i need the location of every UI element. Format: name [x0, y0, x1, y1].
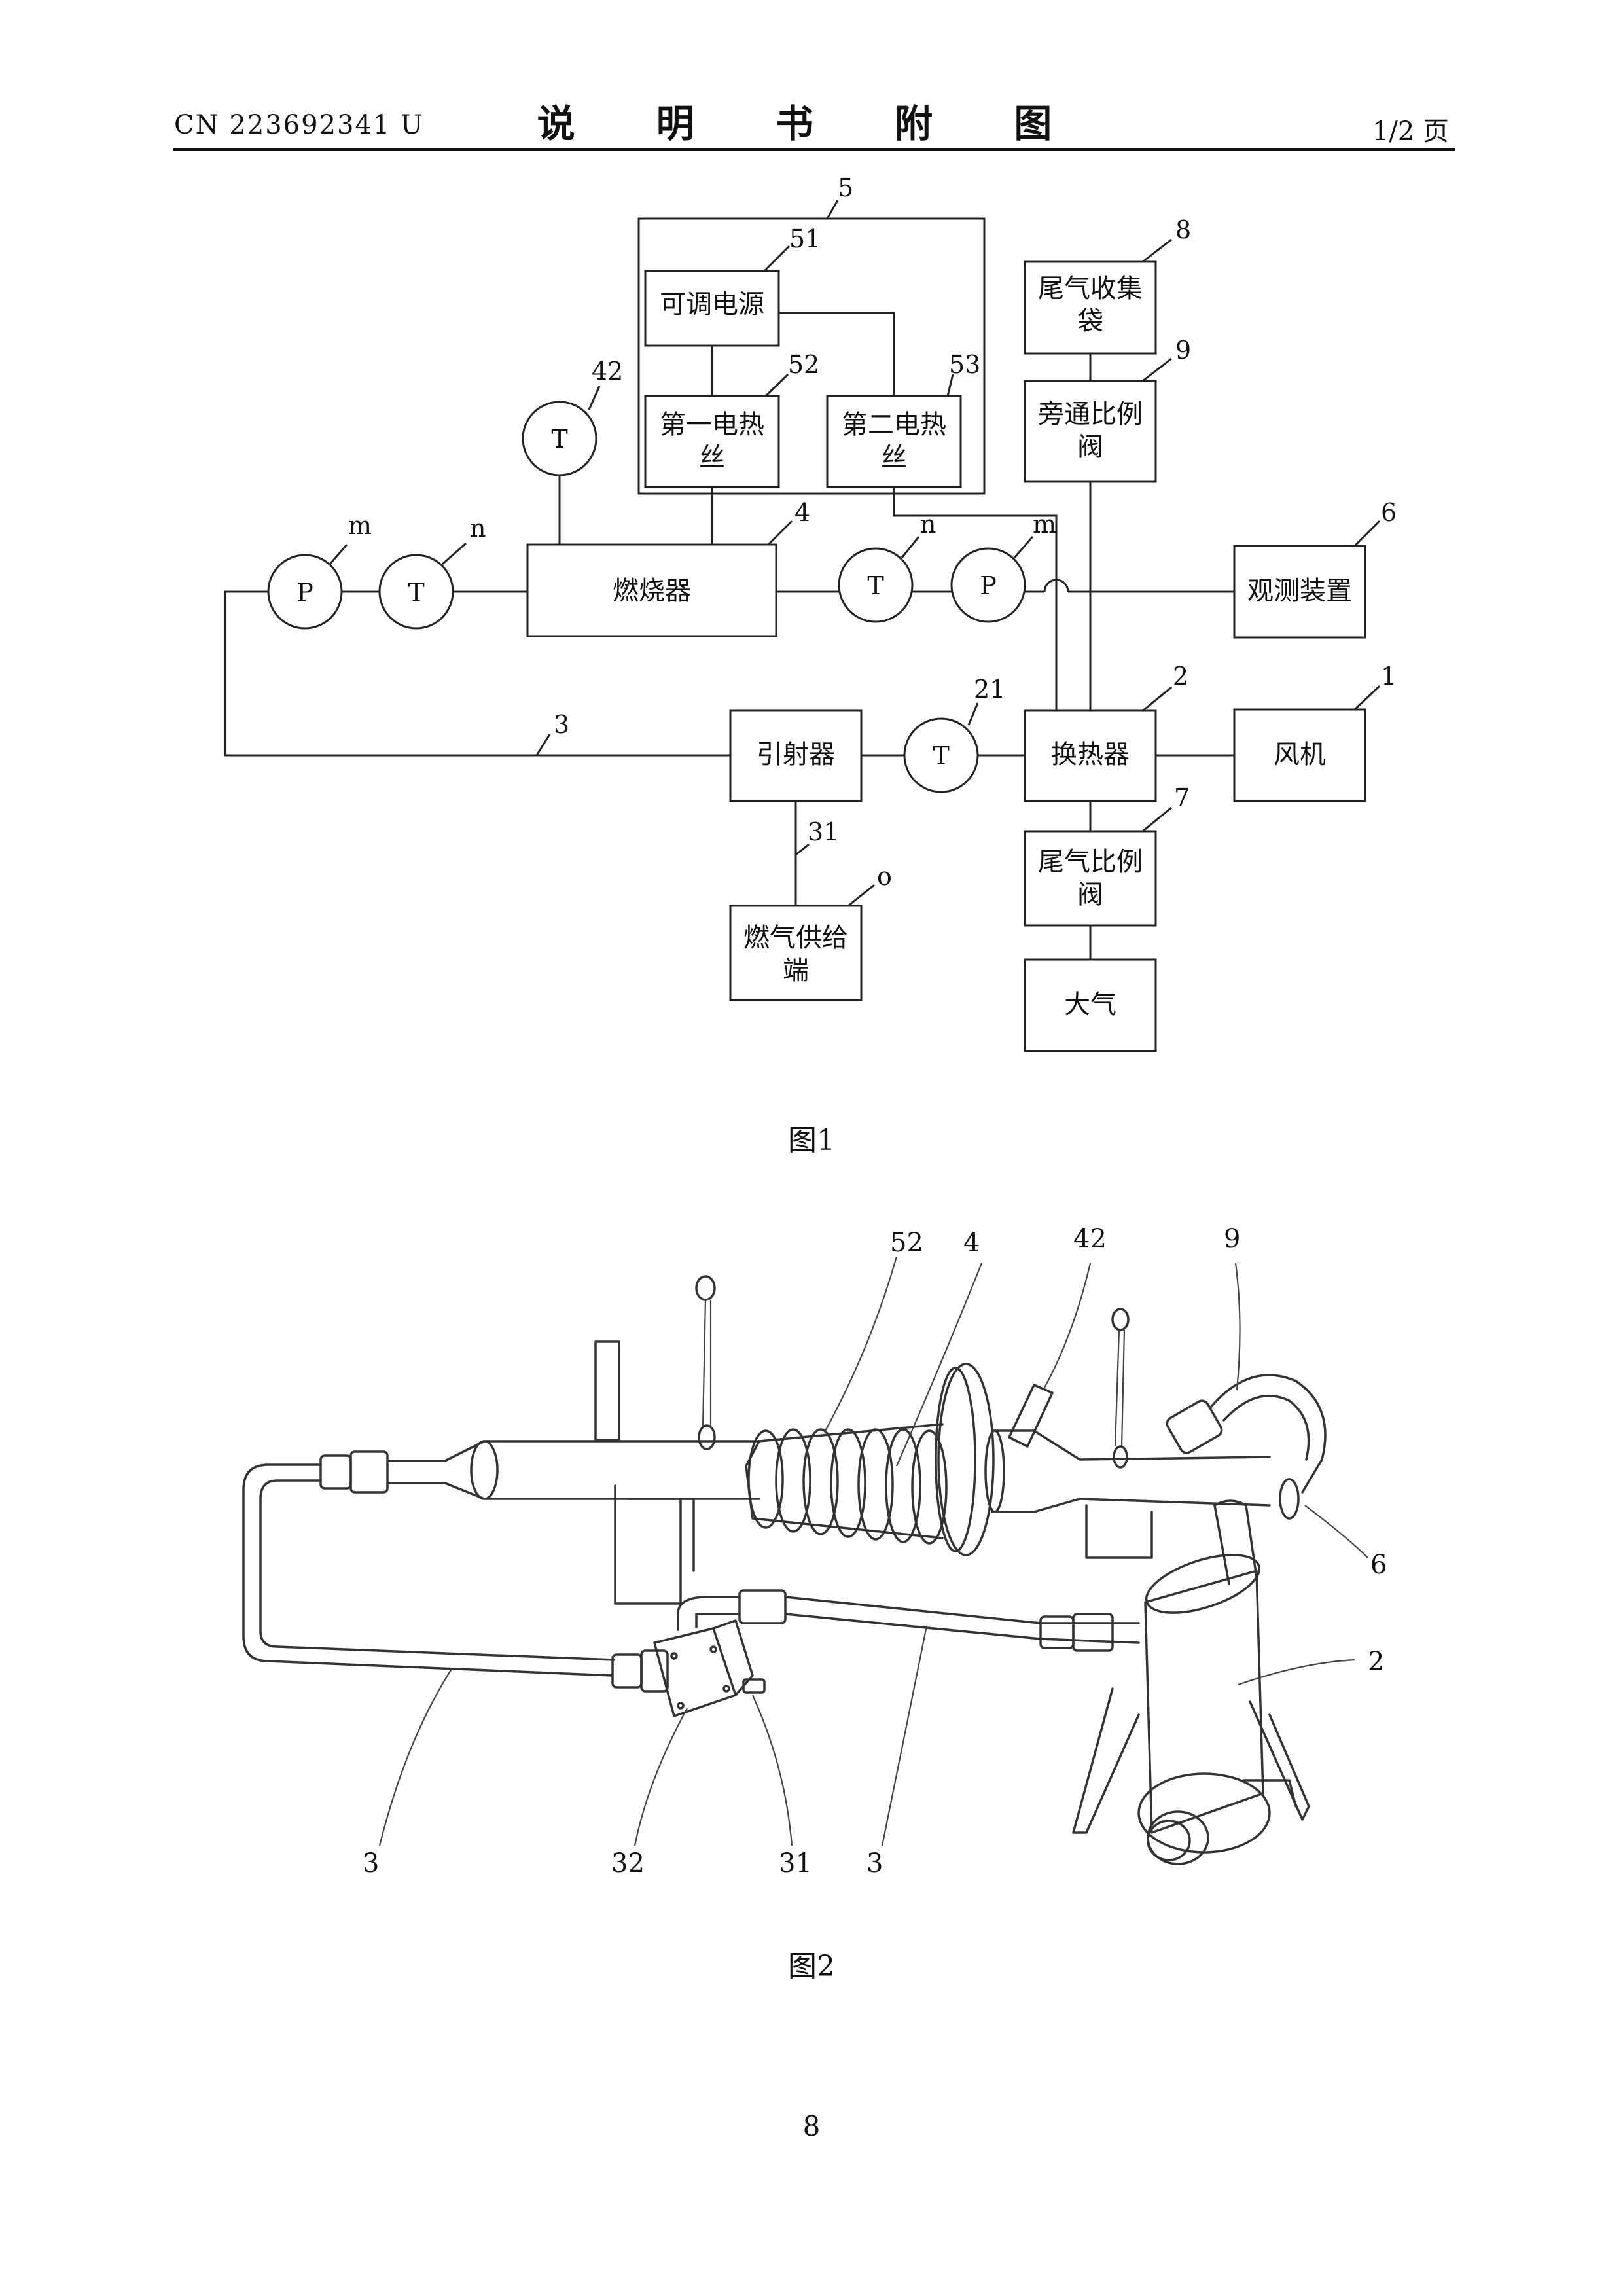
svg-text:尾气收集: 尾气收集 [1038, 274, 1143, 304]
fig1-sensor-t-right: T [839, 548, 912, 622]
svg-text:P: P [980, 571, 997, 600]
fig1-sensor-t-left: T [380, 555, 453, 628]
svg-text:4: 4 [963, 1228, 980, 1258]
svg-text:第二电热: 第二电热 [842, 410, 946, 440]
fig1-box-ejector: 引射器 [730, 711, 861, 801]
svg-text:袋: 袋 [1077, 306, 1103, 336]
fig1-box-tailvalve: 尾气比例 阀 [1025, 831, 1156, 925]
svg-text:4: 4 [794, 498, 810, 527]
svg-text:端: 端 [783, 956, 809, 986]
svg-text:T: T [408, 578, 424, 607]
fig1-box-heater1: 第一电热 丝 [645, 396, 779, 487]
svg-text:风机: 风机 [1274, 740, 1326, 770]
fig1-box-observer: 观测装置 [1234, 546, 1365, 637]
svg-text:42: 42 [592, 357, 623, 386]
svg-text:第一电热: 第一电热 [660, 410, 764, 440]
svg-text:阀: 阀 [1077, 880, 1103, 910]
fig1-sensor-p-right: P [952, 548, 1025, 622]
svg-text:2: 2 [1173, 662, 1188, 691]
svg-text:P: P [296, 578, 313, 607]
svg-text:53: 53 [949, 350, 980, 379]
svg-text:52: 52 [890, 1228, 923, 1258]
fig2-mechanical-drawing [243, 1257, 1368, 1864]
svg-text:换热器: 换热器 [1051, 740, 1130, 770]
svg-text:引射器: 引射器 [757, 740, 835, 770]
svg-text:5: 5 [838, 173, 853, 202]
svg-text:燃气供给: 燃气供给 [743, 923, 848, 953]
svg-text:2: 2 [1368, 1647, 1384, 1677]
svg-text:3: 3 [866, 1848, 883, 1878]
svg-text:T: T [933, 742, 949, 770]
svg-text:燃烧器: 燃烧器 [613, 576, 691, 606]
svg-text:6: 6 [1381, 498, 1397, 527]
svg-text:丝: 丝 [881, 442, 907, 473]
svg-text:T: T [551, 425, 567, 454]
fig1-box-gas-supply: 燃气供给 端 [730, 906, 861, 1000]
svg-text:3: 3 [554, 710, 569, 739]
fig1-box-burner: 燃烧器 [527, 545, 776, 636]
svg-text:丝: 丝 [699, 442, 725, 473]
svg-text:32: 32 [611, 1848, 645, 1878]
svg-text:8: 8 [1175, 215, 1191, 244]
fig1-sensor-p-left: P [268, 555, 342, 628]
figure2-caption: 图2 [0, 1943, 1623, 1984]
fig1-box-bypass: 旁通比例 阀 [1025, 381, 1156, 482]
svg-text:n: n [920, 510, 936, 539]
fig1-box-exchanger: 换热器 [1025, 711, 1156, 801]
fig1-box-bag: 尾气收集 袋 [1025, 262, 1156, 353]
fig1-box-fan: 风机 [1234, 709, 1365, 801]
fig1-box-atmosphere: 大气 [1025, 960, 1156, 1051]
page-number: 8 [0, 2110, 1623, 2142]
svg-text:7: 7 [1174, 783, 1190, 812]
svg-text:31: 31 [808, 817, 839, 846]
svg-text:1: 1 [1381, 662, 1397, 691]
fig1-box-heater2: 第二电热 丝 [827, 396, 961, 487]
svg-text:6: 6 [1370, 1550, 1387, 1580]
svg-text:旁通比例: 旁通比例 [1038, 399, 1143, 429]
fig1-sensor-t42: T [523, 402, 596, 475]
svg-text:阀: 阀 [1077, 432, 1103, 462]
svg-text:9: 9 [1224, 1224, 1240, 1254]
svg-text:21: 21 [974, 675, 1005, 704]
svg-text:尾气比例: 尾气比例 [1038, 847, 1143, 877]
svg-text:9: 9 [1175, 336, 1191, 365]
svg-text:3: 3 [363, 1848, 379, 1878]
svg-text:m: m [348, 511, 372, 540]
svg-text:观测装置: 观测装置 [1247, 576, 1352, 606]
fig1-box-power: 可调电源 [645, 271, 779, 346]
fig2-heating-coil [749, 1429, 946, 1543]
svg-text:31: 31 [779, 1848, 812, 1878]
svg-text:T: T [867, 571, 883, 600]
svg-text:42: 42 [1073, 1224, 1107, 1254]
svg-text:可调电源: 可调电源 [660, 289, 764, 319]
figure1-caption: 图1 [0, 1117, 1623, 1158]
svg-text:大气: 大气 [1064, 990, 1116, 1020]
svg-text:m: m [1033, 510, 1056, 539]
svg-text:n: n [470, 514, 486, 543]
fig1-sensor-t21: T [904, 719, 978, 792]
svg-text:51: 51 [789, 224, 821, 253]
svg-text:52: 52 [788, 350, 819, 379]
svg-text:o: o [877, 862, 892, 891]
